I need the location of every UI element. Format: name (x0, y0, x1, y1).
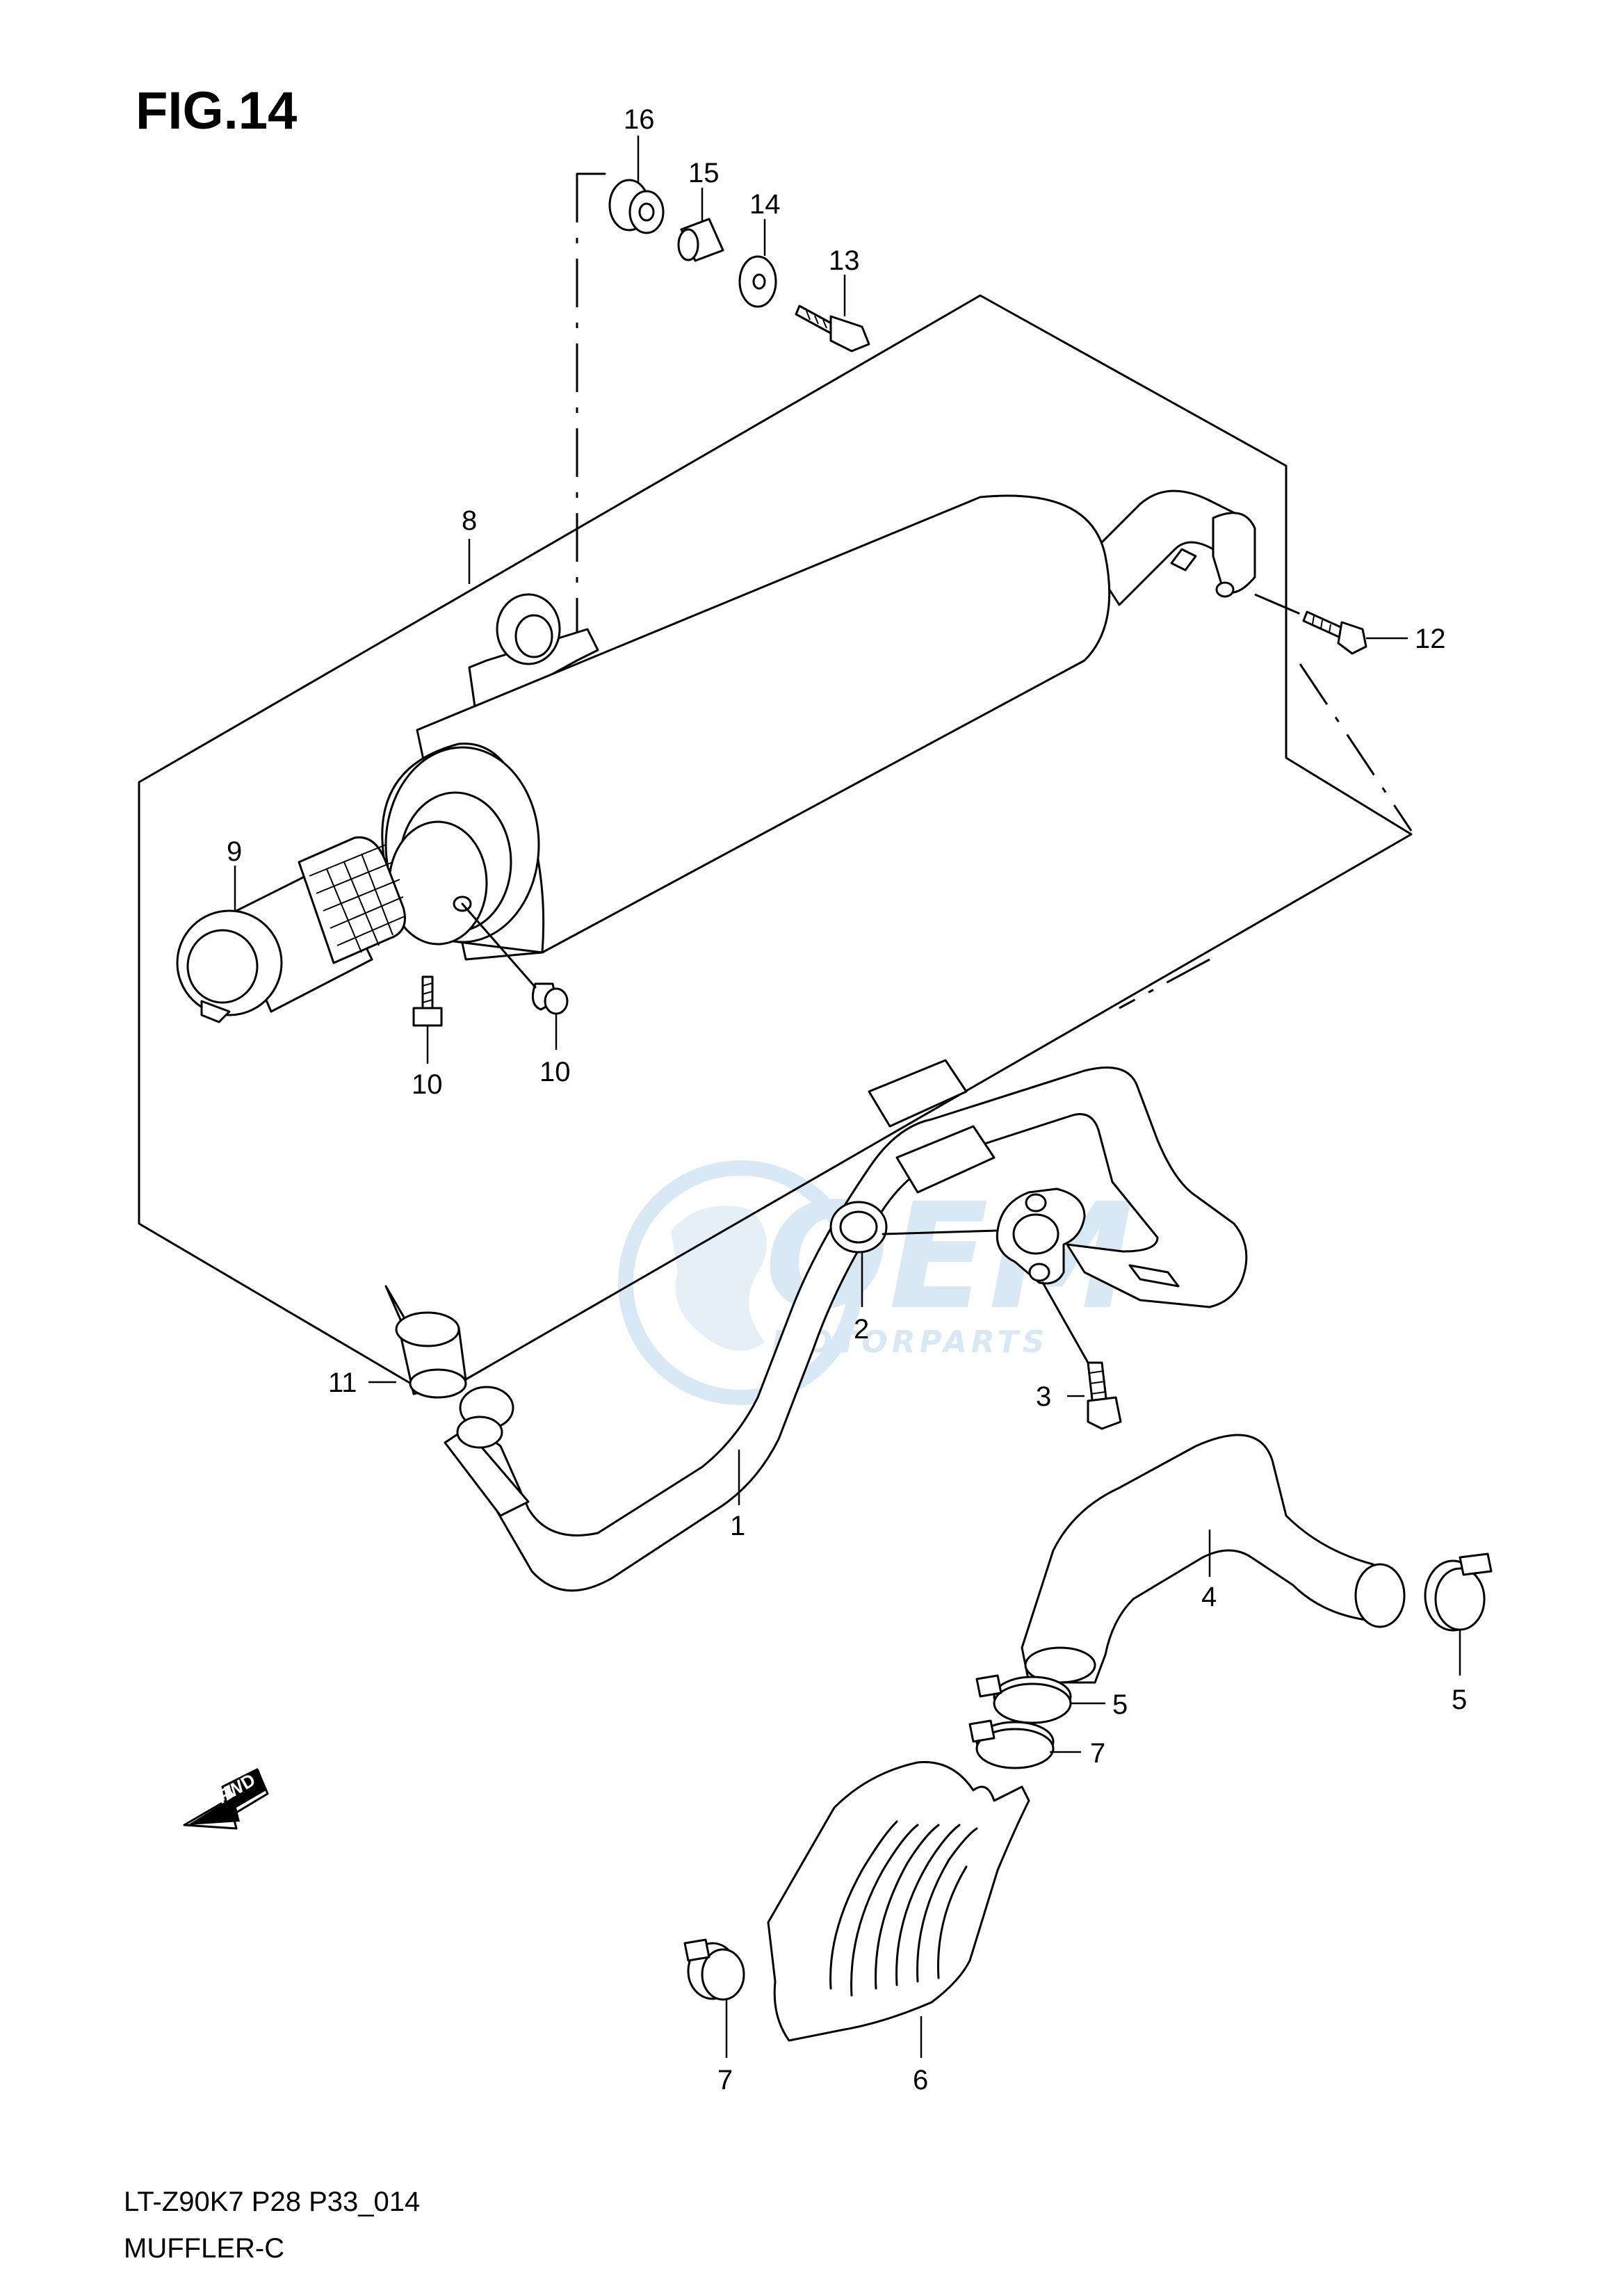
clamp-part-5-right (1424, 1552, 1493, 1632)
assembly-outline (138, 294, 1413, 1399)
callout-16: 16 (624, 104, 655, 135)
bolt-part-3 (1087, 1361, 1122, 1430)
callout-10-left: 10 (412, 1069, 443, 1100)
callout-4: 4 (1201, 1582, 1217, 1612)
callout-10-right: 10 (539, 1057, 571, 1087)
clamp-part-5-left (975, 1674, 1072, 1724)
clamp-part-7-upper (968, 1719, 1055, 1769)
bolt-3-guide (1041, 1281, 1089, 1364)
callout-3: 3 (1036, 1381, 1051, 1412)
callout-8: 8 (462, 505, 477, 536)
exhaust-pipe-part-1 (444, 1059, 1248, 1592)
spark-arrester-part-9 (176, 836, 406, 1023)
sleeve-part-11 (395, 1311, 467, 1399)
bolt-part-13 (795, 305, 870, 352)
callout-labels: 16 15 14 13 8 12 9 10 10 2 11 3 1 4 5 5 … (227, 104, 1467, 2095)
callout-1: 1 (730, 1511, 745, 1541)
gasket-part-2 (829, 1201, 888, 1254)
forward-direction-arrow: FWD (183, 1768, 269, 1830)
heat-shield-part-6 (767, 1761, 1030, 2042)
callout-9: 9 (227, 836, 242, 867)
callout-14: 14 (749, 189, 781, 220)
clamp-part-7-lower (683, 1938, 745, 2001)
collar-part-15 (677, 218, 724, 262)
screw-guide (461, 902, 537, 989)
callout-5-right: 5 (1452, 1685, 1467, 1715)
figure-code: LT-Z90K7 P28 P33_014 (124, 2187, 420, 2217)
connecting-pipe-part-4 (1021, 1434, 1406, 1684)
callout-11: 11 (328, 1368, 357, 1398)
gasket-guide (882, 1229, 999, 1235)
bolt-12-guide (1254, 593, 1304, 617)
leader-lines (234, 136, 1461, 2058)
figure-name: MUFFLER-C (124, 2233, 284, 2264)
callout-2: 2 (854, 1314, 869, 1345)
callout-12: 12 (1415, 624, 1446, 654)
guide-line-rear (1299, 663, 1413, 832)
callout-7-upper: 7 (1090, 1738, 1105, 1769)
muffler-part-8 (381, 489, 1256, 961)
screw-part-10-left (412, 975, 443, 1027)
guide-line-pipe (1119, 958, 1210, 1009)
callout-7-lower: 7 (717, 2065, 733, 2095)
callout-13: 13 (829, 245, 860, 276)
callout-15: 15 (688, 158, 720, 188)
callout-6: 6 (913, 2065, 928, 2095)
grommet-part-16 (608, 179, 665, 234)
figure-title: FIG.14 (136, 81, 297, 140)
screw-part-10-right (531, 982, 569, 1015)
bolt-part-12 (1302, 610, 1367, 655)
callout-5-left: 5 (1112, 1689, 1128, 1720)
washer-part-14 (738, 255, 777, 308)
